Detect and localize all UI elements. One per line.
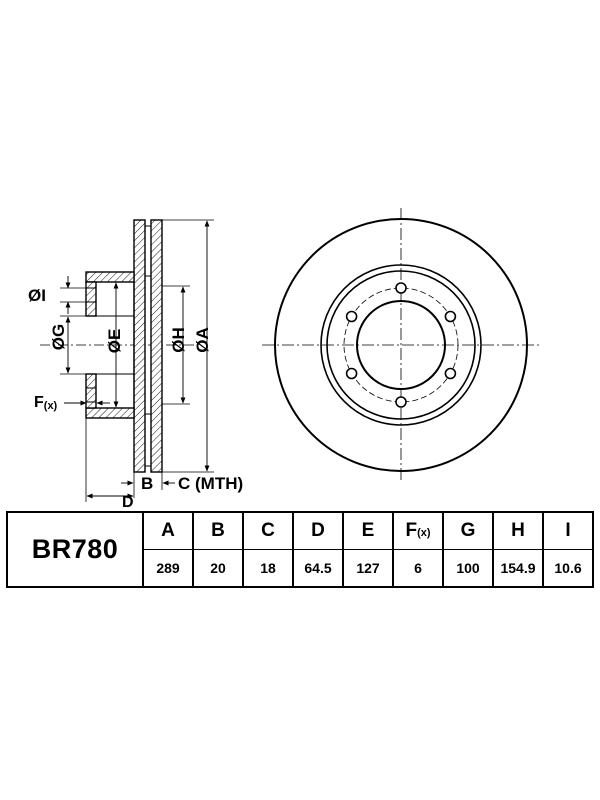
section-mount-face-upper bbox=[85, 281, 97, 317]
label-b: B bbox=[141, 474, 153, 493]
label-dia-h: ØH bbox=[169, 327, 188, 353]
hat-outer-ring bbox=[320, 264, 482, 426]
header-d: D bbox=[292, 511, 344, 550]
section-inner-plate bbox=[150, 219, 163, 473]
header-a: A bbox=[142, 511, 194, 550]
bolt-hole bbox=[345, 310, 358, 323]
label-d: D bbox=[122, 494, 134, 510]
disc-section-view: ØI ØG ØE ØH ØA F(x) B bbox=[28, 219, 243, 510]
header-h: H bbox=[492, 511, 544, 550]
value-c: 18 bbox=[242, 549, 294, 588]
header-c: C bbox=[242, 511, 294, 550]
label-dia-a: ØA bbox=[193, 327, 212, 353]
value-h: 154.9 bbox=[492, 549, 544, 588]
label-dia-i: ØI bbox=[28, 286, 46, 305]
section-outer-plate bbox=[133, 219, 146, 473]
label-dia-e: ØE bbox=[105, 329, 124, 354]
value-b: 20 bbox=[192, 549, 244, 588]
value-a: 289 bbox=[142, 549, 194, 588]
bolt-hole bbox=[444, 310, 457, 323]
bolt-hole bbox=[444, 367, 457, 380]
value-d: 64.5 bbox=[292, 549, 344, 588]
label-f: F(x) bbox=[34, 394, 58, 412]
label-c-mth: C (MTH) bbox=[178, 474, 243, 493]
spec-table: BR780 A B C D E F(x) G H I 289 20 18 64.… bbox=[6, 511, 594, 588]
value-f: 6 bbox=[392, 549, 444, 588]
centre-bore bbox=[356, 300, 446, 390]
header-f: F(x) bbox=[392, 511, 444, 550]
header-i: I bbox=[542, 511, 594, 550]
disc-outer-edge bbox=[274, 218, 528, 472]
value-e: 127 bbox=[342, 549, 394, 588]
bolt-hole bbox=[395, 282, 407, 294]
section-hat-bottom bbox=[85, 407, 135, 419]
header-b: B bbox=[192, 511, 244, 550]
bolt-hole bbox=[395, 396, 407, 408]
value-g: 100 bbox=[442, 549, 494, 588]
bolt-pitch-circle bbox=[343, 287, 459, 403]
header-e: E bbox=[342, 511, 394, 550]
value-i: 10.6 bbox=[542, 549, 594, 588]
disc-front-view bbox=[262, 208, 540, 482]
bolt-hole bbox=[345, 367, 358, 380]
header-g: G bbox=[442, 511, 494, 550]
section-mount-face-lower bbox=[85, 373, 97, 409]
hat-inner-ring bbox=[326, 270, 476, 420]
brake-disc-technical-drawing: ØI ØG ØE ØH ØA F(x) B bbox=[28, 208, 540, 510]
label-dia-g: ØG bbox=[49, 324, 68, 350]
section-hat-top bbox=[85, 271, 135, 283]
model-number: BR780 bbox=[6, 511, 144, 588]
